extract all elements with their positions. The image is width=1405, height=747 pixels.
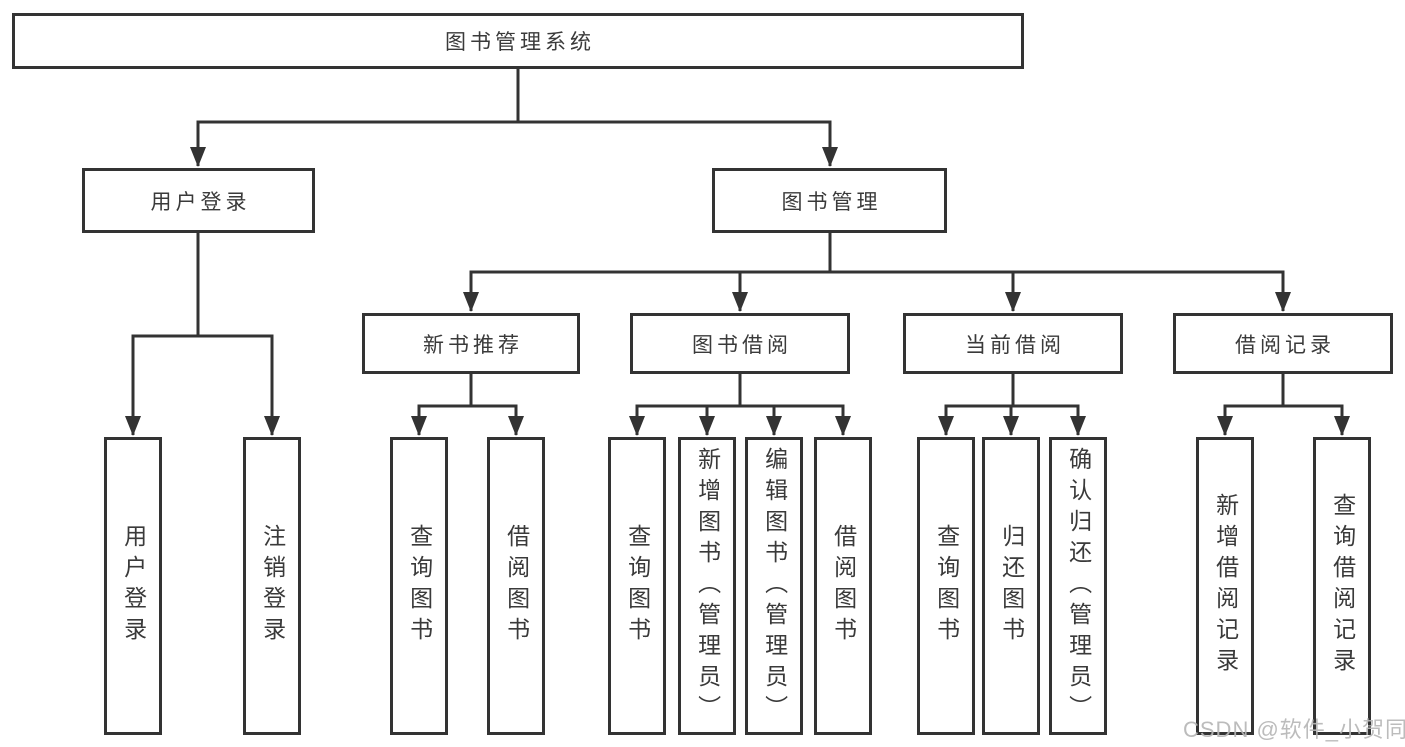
- node-user-login: 用户登录: [82, 168, 315, 233]
- node-root-system: 图书管理系统: [12, 13, 1024, 69]
- node-borrow-records: 借阅记录: [1173, 313, 1393, 374]
- node-new-book-recommend: 新书推荐: [362, 313, 580, 374]
- leaf-confirm-return-admin: 确认归还（管理员）: [1049, 437, 1107, 735]
- leaf-query-books-1: 查询图书: [390, 437, 448, 735]
- leaf-label: 编辑图书（管理员）: [761, 446, 788, 726]
- leaf-logout: 注销登录: [243, 437, 301, 735]
- leaf-borrow-books-2: 借阅图书: [814, 437, 872, 735]
- leaf-label: 新增图书（管理员）: [694, 446, 721, 726]
- node-current-borrow: 当前借阅: [903, 313, 1123, 374]
- leaf-label: 归还图书: [998, 524, 1025, 648]
- leaf-query-borrow-record: 查询借阅记录: [1313, 437, 1371, 735]
- leaf-add-borrow-record: 新增借阅记录: [1196, 437, 1254, 735]
- leaf-label: 查询图书: [624, 524, 651, 648]
- node-book-management: 图书管理: [712, 168, 947, 233]
- leaf-label: 借阅图书: [503, 524, 530, 648]
- leaf-label: 查询图书: [933, 524, 960, 648]
- leaf-query-books-2: 查询图书: [608, 437, 666, 735]
- node-label: 图书管理: [781, 190, 882, 214]
- node-label: 图书借阅: [692, 333, 792, 357]
- node-book-borrow: 图书借阅: [630, 313, 850, 374]
- leaf-label: 借阅图书: [830, 524, 857, 648]
- csdn-watermark: CSDN @软件_小贺同学: [1183, 717, 1405, 742]
- node-label: 借阅记录: [1235, 333, 1335, 357]
- leaf-label: 确认归还（管理员）: [1065, 446, 1092, 726]
- node-label: 图书管理系统: [445, 31, 595, 54]
- node-label: 用户登录: [150, 190, 251, 214]
- leaf-label: 新增借阅记录: [1212, 493, 1239, 679]
- leaf-return-books: 归还图书: [982, 437, 1040, 735]
- leaf-user-login: 用户登录: [104, 437, 162, 735]
- leaf-label: 查询借阅记录: [1329, 493, 1356, 679]
- leaf-query-books-3: 查询图书: [917, 437, 975, 735]
- node-label: 当前借阅: [965, 333, 1065, 357]
- node-label: 新书推荐: [423, 333, 523, 357]
- leaf-label: 用户登录: [120, 524, 147, 648]
- leaf-label: 查询图书: [406, 524, 433, 648]
- leaf-borrow-books-1: 借阅图书: [487, 437, 545, 735]
- leaf-add-books-admin: 新增图书（管理员）: [678, 437, 736, 735]
- leaf-edit-books-admin: 编辑图书（管理员）: [745, 437, 803, 735]
- leaf-label: 注销登录: [259, 524, 286, 648]
